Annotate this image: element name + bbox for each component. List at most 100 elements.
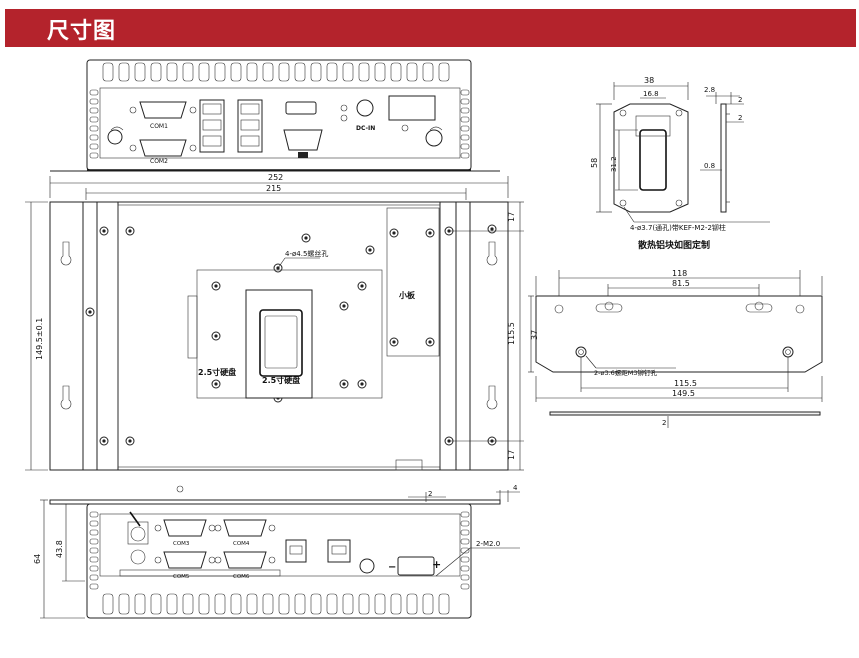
heatsink-dim-2-8: 2.8: [704, 86, 715, 94]
screw-hole-center: [342, 382, 346, 386]
heatsink-caption: 散热铝块如图定制: [638, 239, 710, 251]
heat-fin: [182, 593, 194, 615]
heat-fin: [134, 62, 146, 82]
heatsink-detail: 38 16.8 58 31.2 2.8 2 2 0.8 4-ø3.7(通孔)带K…: [590, 76, 770, 251]
screw-hole-center: [128, 439, 132, 443]
heat-fin: [294, 62, 306, 82]
top-usb-stack-right: [237, 99, 263, 153]
heat-fin: [390, 593, 402, 615]
heat-fin: [278, 62, 290, 82]
bracket-dim-118: 118: [672, 269, 687, 278]
bracket-dim-115-5: 115.5: [674, 379, 697, 388]
heatsink-dim-31-2: 31.2: [610, 156, 618, 172]
heat-fin: [460, 152, 470, 159]
label-small-board: 小板: [398, 290, 416, 300]
bottom-dim-64: 64: [33, 554, 42, 564]
heat-fin: [150, 62, 162, 82]
screw-hole-center: [392, 231, 396, 235]
header-corner-notch: [831, 47, 859, 56]
label-hdd-left: 2.5寸硬盘: [198, 367, 236, 377]
heat-fin: [460, 565, 470, 572]
heat-fin: [89, 98, 99, 105]
heat-fin: [89, 134, 99, 141]
heat-fin: [460, 529, 470, 536]
top-dcin-label: DC-IN: [356, 125, 375, 132]
heat-fin: [326, 593, 338, 615]
heat-fin: [89, 547, 99, 554]
dim-bottom-17: 17: [507, 450, 516, 460]
top-dc-jack: [356, 99, 374, 117]
bottom-com5-port: COM5: [154, 551, 216, 580]
bottom-button-1: [130, 526, 146, 542]
hdd-mount-plate: [245, 289, 313, 399]
keyhole-slot: [60, 385, 72, 410]
heat-fin: [118, 62, 130, 82]
screw-hole-center: [342, 304, 346, 308]
screw-hole-center: [368, 248, 372, 252]
top-terminal-block: [388, 95, 436, 121]
heat-fin: [166, 62, 178, 82]
dim-right-height: 115.5: [507, 322, 516, 345]
heat-fin: [406, 62, 418, 82]
heat-fin: [89, 529, 99, 536]
top-com2-label: COM2: [150, 158, 168, 165]
heatsink-dim-0-8: 0.8: [704, 162, 715, 170]
screw-hole-center: [490, 227, 494, 231]
heat-fin: [150, 593, 162, 615]
heat-fin: [374, 62, 386, 82]
screw-hole-center: [102, 439, 106, 443]
bracket-side-profile: [549, 411, 821, 416]
screw-hole-center: [428, 231, 432, 235]
mounting-keyholes: [60, 241, 498, 410]
small-board-outline: [386, 207, 440, 357]
main-view: 252 215 2.5寸硬盘 2.5寸硬盘 4-ø4.5螺丝孔 小板: [25, 173, 524, 493]
bottom-com4-label: COM4: [233, 541, 250, 547]
bracket-detail: 118 81.5 37 115.5 149.5 2-ø3.6螺距M3铆钉孔 2: [528, 269, 823, 428]
top-usb-stack-left: [199, 99, 225, 153]
heat-fin: [198, 62, 210, 82]
heat-fin: [374, 593, 386, 615]
heatsink-dim-2b: 2: [738, 114, 742, 122]
heat-fin: [246, 593, 258, 615]
dim-left-height: 149.5±0.1: [35, 318, 44, 360]
heat-fin: [460, 143, 470, 150]
bottom-power-terminal: [397, 556, 435, 576]
top-vga-port: [283, 129, 323, 151]
screw-hole-center: [88, 310, 92, 314]
heat-fin: [246, 62, 258, 82]
heat-fin: [89, 125, 99, 132]
heatsink-dim-2a: 2: [738, 96, 742, 104]
heat-fin: [460, 583, 470, 590]
heat-fin: [326, 62, 338, 82]
bracket-hole-note: 2-ø3.6螺距M3铆钉孔: [594, 368, 658, 377]
bottom-usb-right: [327, 539, 351, 563]
heat-fin: [390, 62, 402, 82]
heat-fin: [262, 62, 274, 82]
heat-fin: [166, 593, 178, 615]
heat-fin: [460, 511, 470, 518]
heat-fin: [460, 98, 470, 105]
heatsink-hole-note: 4-ø3.7(通孔)带KEF-M2-2铆柱: [630, 223, 726, 232]
screw-hole-center: [214, 382, 218, 386]
label-hdd-center: 2.5寸硬盘: [262, 375, 300, 385]
heat-fin: [102, 62, 114, 82]
heat-fin: [262, 593, 274, 615]
heat-fin: [460, 116, 470, 123]
top-hdmi-port: [285, 101, 317, 115]
heat-fin: [460, 538, 470, 545]
heat-fin: [310, 593, 322, 615]
bottom-minus-sign: −: [388, 562, 396, 573]
heat-fin: [89, 565, 99, 572]
bottom-com6-label: COM6: [233, 574, 250, 580]
bottom-com4-port: COM4: [214, 519, 276, 547]
section-header-bar: 尺寸图: [5, 9, 859, 56]
bottom-com3-label: COM3: [173, 541, 190, 547]
heat-fin: [460, 125, 470, 132]
bottom-com3-port: COM3: [154, 519, 216, 547]
heat-fin: [310, 62, 322, 82]
heat-fin: [198, 593, 210, 615]
heat-fin: [358, 593, 370, 615]
screw-hole-center: [360, 284, 364, 288]
heat-fin: [214, 62, 226, 82]
heat-fin: [438, 593, 450, 615]
